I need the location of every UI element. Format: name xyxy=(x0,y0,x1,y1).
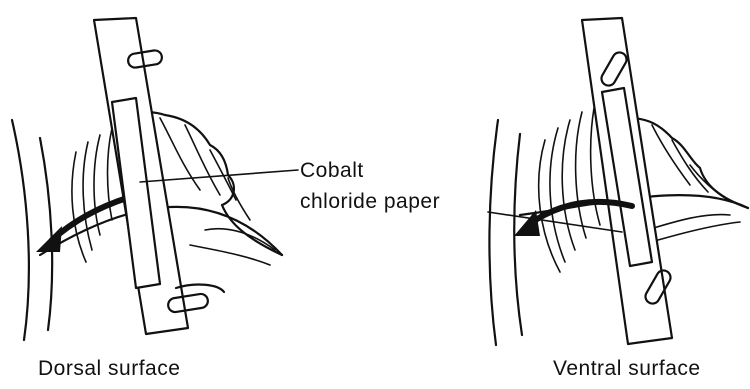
label-cobalt: Cobalt xyxy=(300,160,364,181)
label-chloride-paper: chloride paper xyxy=(300,191,440,212)
clip-strip-left xyxy=(94,18,224,334)
leader-line-upper xyxy=(140,170,298,182)
ventral-setup xyxy=(488,18,748,345)
dorsal-setup xyxy=(12,18,298,340)
caption-dorsal-surface: Dorsal surface xyxy=(38,358,180,379)
plant-stem-left xyxy=(12,120,52,340)
caption-ventral-surface: Ventral surface xyxy=(553,358,701,379)
